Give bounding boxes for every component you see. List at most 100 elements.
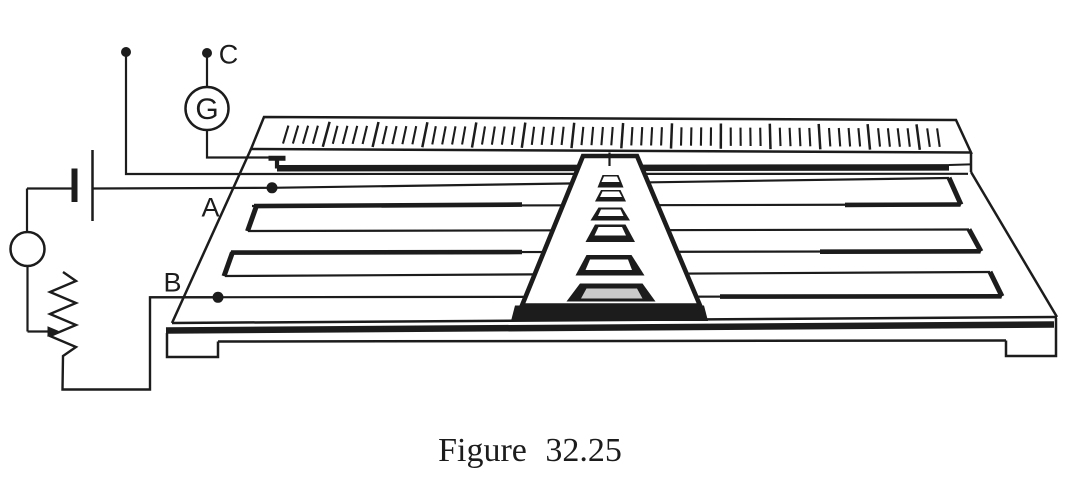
- ruler-tick: [837, 127, 842, 147]
- ruler-tick: [341, 125, 349, 145]
- label-terminal-a: A: [201, 193, 219, 223]
- board-left-foot: [165, 333, 220, 359]
- galvanometer-branch: G: [184, 56, 286, 169]
- ruler-tick: [490, 126, 496, 145]
- ruler-tick: [371, 121, 380, 148]
- slider-step-top: [594, 227, 626, 236]
- ruler-tick: [291, 125, 300, 144]
- ruler-tick: [877, 128, 882, 147]
- ruler-tick: [817, 123, 822, 150]
- right-loop-cap: [966, 228, 984, 253]
- ruler-tick: [311, 125, 319, 144]
- ruler-tick: [500, 126, 506, 145]
- free-terminal-dot: [121, 47, 131, 57]
- rheostat-branch: [9, 188, 218, 391]
- meter-icon: [9, 230, 46, 268]
- rheostat-icon: [46, 271, 218, 391]
- board-underside-edge: [217, 339, 1007, 343]
- slider-step-top: [601, 176, 620, 182]
- ruler-tick: [441, 126, 447, 145]
- right-loop-cap: [946, 176, 964, 206]
- ruler-tick: [669, 123, 674, 149]
- ruler-tick: [827, 127, 832, 147]
- terminal-dot-b: [212, 291, 224, 303]
- right-loop-cap: [987, 270, 1005, 298]
- ruler-tick: [768, 123, 772, 150]
- ruler-tick: [926, 128, 931, 148]
- ruler-tick: [788, 127, 792, 147]
- board-feet: [165, 318, 1058, 359]
- board-left-edge: [170, 148, 253, 324]
- slide-wire-groove-end: [948, 163, 971, 166]
- galvanometer-letter: G: [195, 93, 218, 126]
- left-loop-top-edge: [230, 249, 523, 255]
- ruler-tick: [906, 128, 911, 147]
- terminal-dot-a: [266, 182, 278, 194]
- slider-step-top: [585, 259, 632, 270]
- ruler-tick: [351, 125, 359, 145]
- ruler-tick: [281, 125, 290, 144]
- ruler-tick: [590, 126, 595, 146]
- ruler-tick: [640, 127, 644, 146]
- ruler-tick: [886, 128, 891, 147]
- battery-to-a-wire: [92, 186, 273, 190]
- ruler-tick: [421, 121, 429, 148]
- ruler-tick: [580, 126, 585, 146]
- ruler-tick: [660, 127, 663, 146]
- slider-step-top: [600, 191, 622, 197]
- ruler-tick: [778, 127, 782, 147]
- slider-step-pad: [581, 288, 643, 299]
- ruler-tick: [480, 126, 487, 145]
- ruler-tick: [847, 127, 852, 147]
- board-slab-bottom-band: [165, 321, 1055, 334]
- slider-step-top: [598, 209, 624, 216]
- ruler-tick: [610, 126, 614, 146]
- ruler-tick: [470, 122, 478, 148]
- free-terminal-wire: [124, 52, 969, 176]
- ruler-face: [249, 115, 973, 154]
- ruler-tick: [331, 125, 339, 145]
- ruler-tick: [650, 127, 654, 146]
- ruler-tick: [560, 126, 565, 146]
- ruler-tick: [401, 125, 408, 145]
- ruler-tick: [936, 128, 941, 148]
- battery-branch: [27, 150, 273, 221]
- ruler-tick: [530, 126, 536, 146]
- ruler-tick: [431, 126, 437, 145]
- ruler-tick: [679, 127, 683, 146]
- ruler-tick: [461, 126, 467, 145]
- ruler-tick: [411, 125, 418, 145]
- galvanometer-bottom-wire: [205, 130, 272, 159]
- board-right-foot: [1004, 318, 1058, 358]
- slider-steps: [566, 175, 656, 302]
- ruler-tick: [808, 127, 812, 147]
- ruler-tick: [550, 126, 555, 146]
- ruler: [249, 115, 973, 172]
- ruler-tick: [600, 126, 604, 146]
- wiper-arrow-icon: [47, 326, 60, 337]
- slider-rail: [511, 152, 708, 321]
- ruler-tick: [896, 128, 901, 147]
- label-terminal-c: C: [219, 40, 239, 70]
- figure-caption: Figure 32.25: [438, 432, 622, 469]
- driver-circuit: G: [9, 47, 969, 391]
- ruler-tick: [510, 126, 516, 145]
- left-loop-cap: [245, 204, 259, 233]
- ruler-tick: [381, 125, 388, 145]
- ruler-tick: [301, 125, 310, 144]
- ruler-tick: [630, 127, 634, 146]
- board-right-edge: [969, 171, 1059, 318]
- ruler-tick: [570, 122, 576, 149]
- battery-icon: [71, 150, 94, 221]
- ruler-tick: [321, 121, 331, 148]
- label-terminal-b: B: [163, 268, 181, 298]
- ruler-tick-marks: [281, 121, 941, 150]
- ruler-tick: [866, 123, 872, 150]
- left-loop-cap: [221, 251, 235, 278]
- left-loop-top-edge: [253, 202, 523, 209]
- ruler-tick: [798, 127, 802, 147]
- ruler-tick: [857, 128, 862, 147]
- ruler-tick: [540, 126, 545, 146]
